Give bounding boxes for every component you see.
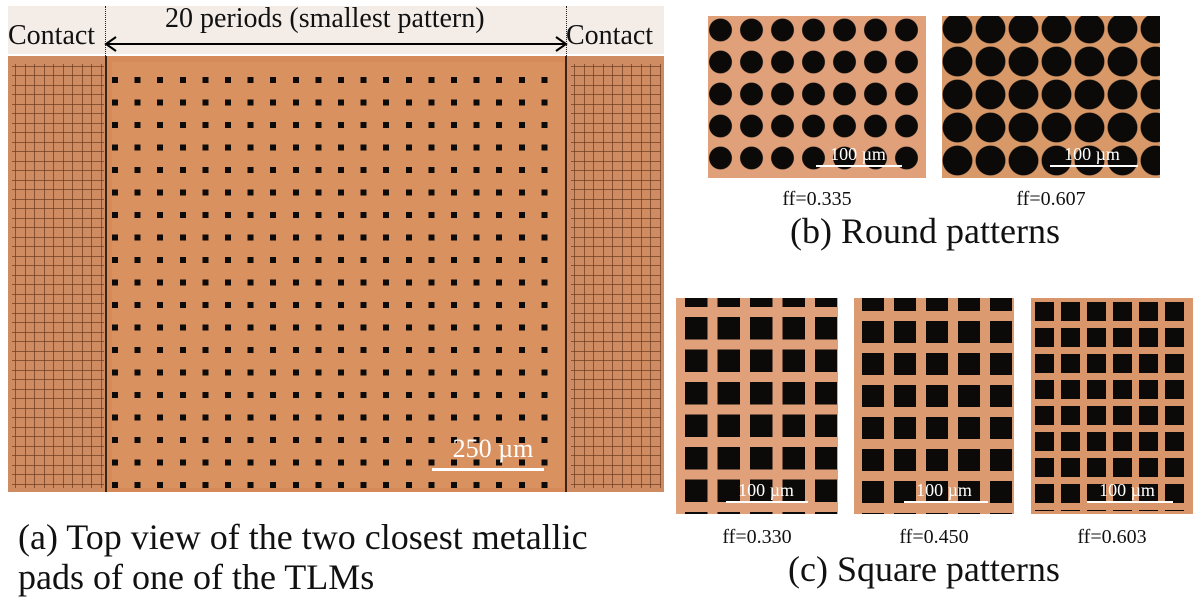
panel-a-header-strip (8, 6, 664, 54)
square-1-scale-label: 100 µm (738, 480, 794, 500)
round-pattern-image-1: 100 µm (708, 16, 926, 178)
right-contact-pad (567, 56, 664, 492)
caption-b: (b) Round patterns (790, 211, 1060, 251)
periods-double-arrow (104, 36, 568, 52)
round-1-scale-label: 100 µm (830, 144, 886, 164)
right-contact-outline-pattern (571, 64, 661, 488)
square-pattern-image-2: 100 µm (854, 298, 1014, 514)
square-hole-grid (112, 62, 564, 488)
square-2-ff-label: ff=0.450 (899, 526, 969, 548)
left-contact-pad (8, 56, 106, 492)
square-pattern-image-1: 100 µm (676, 298, 838, 514)
round-1-scale-bar (816, 165, 902, 167)
scale-bar-a (432, 468, 544, 471)
caption-a-line1: (a) Top view of the two closest metallic (18, 517, 588, 557)
round-2-scale-label: 100 µm (1064, 144, 1120, 164)
square-2-scale-bar (904, 501, 988, 503)
right-guide-line (566, 6, 567, 56)
round-2-ff-label: ff=0.607 (1016, 188, 1086, 210)
scale-label-a: 250 µm (452, 434, 534, 463)
square-3-ff-label: ff=0.603 (1077, 526, 1147, 548)
left-contact-edge (105, 56, 107, 492)
square-2-scale-label: 100 µm (916, 480, 972, 500)
left-guide-line (105, 6, 106, 56)
caption-c: (c) Square patterns (788, 549, 1060, 589)
round-2-scale-bar (1050, 165, 1138, 167)
square-1-ff-label: ff=0.330 (722, 526, 792, 548)
square-pattern-image-3: 100 µm (1031, 298, 1193, 514)
square-1-scale-bar (726, 501, 808, 503)
periods-label: 20 periods (smallest pattern) (165, 3, 485, 34)
tlm-top-view-micrograph: 250 µm (8, 56, 664, 492)
round-1-ff-label: ff=0.335 (782, 188, 852, 210)
contact-left-label: Contact (8, 20, 96, 51)
square-3-scale-label: 100 µm (1099, 480, 1155, 500)
contact-right-label: Contact (566, 20, 654, 51)
round-pattern-image-2: 100 µm (942, 16, 1160, 178)
caption-a-line2: pads of one of the TLMs (18, 557, 375, 597)
left-contact-outline-pattern (12, 64, 104, 488)
right-contact-edge (565, 56, 567, 492)
square-3-scale-bar (1087, 501, 1173, 503)
